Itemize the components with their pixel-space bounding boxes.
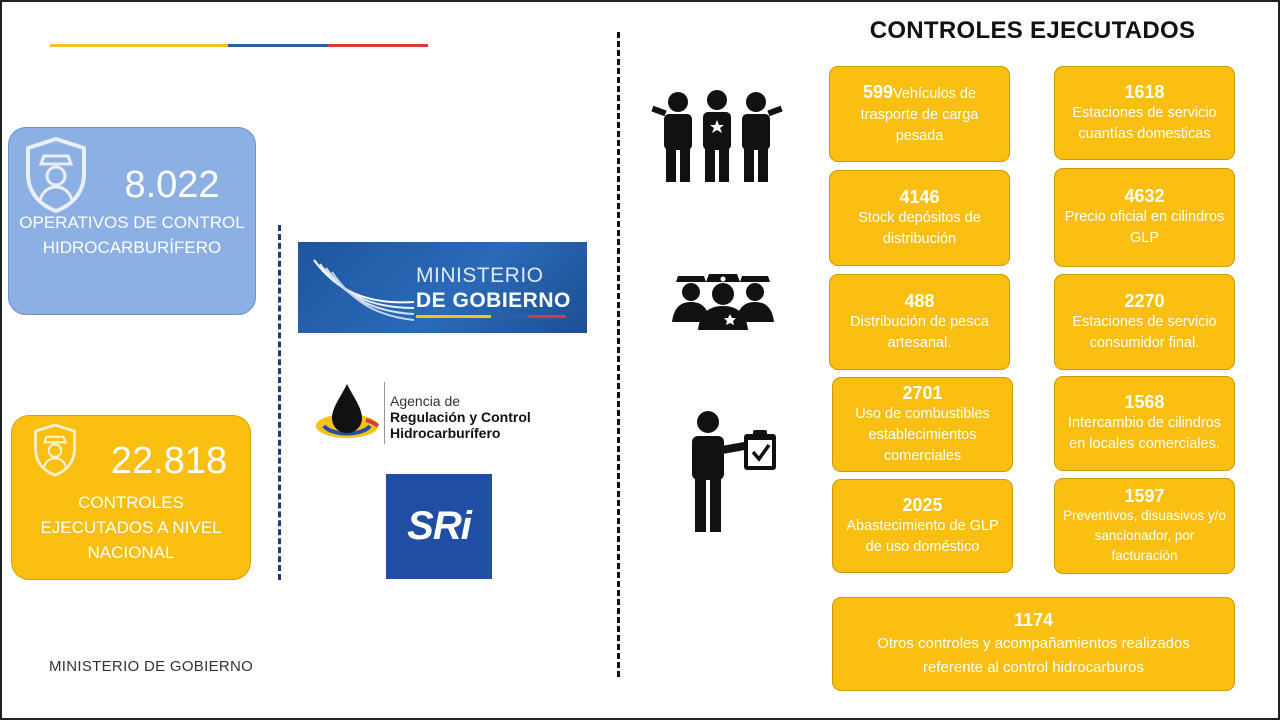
arc-logo-line2: Regulación y Control	[390, 409, 531, 425]
card-text: Preventivos, disuasivos y/o sancionador,…	[1063, 508, 1226, 563]
ministerio-swoosh-icon	[313, 259, 415, 321]
arc-logo-line1: Agencia de	[390, 393, 461, 409]
card-text: Precio oficial en cilindros GLP	[1064, 209, 1225, 246]
operativos-number: 8.022	[124, 164, 220, 206]
card-number: 1597	[1124, 486, 1165, 506]
police-shield-icon	[26, 136, 86, 214]
section-title: CONTROLES EJECUTADOS	[869, 17, 1196, 44]
card-text: Stock depósitos de distribución	[858, 209, 981, 247]
flag-stripe-yellow	[50, 44, 228, 47]
controles-box: 22.818 CONTROLES EJECUTADOS A NIVEL NACI…	[11, 415, 251, 580]
card-number: 488	[904, 290, 935, 311]
card-number: 1174	[1013, 610, 1054, 630]
flag-stripe-blue	[228, 44, 328, 47]
card-number: 4632	[1124, 186, 1165, 206]
operativos-box: 8.022 OPERATIVOS DE CONTROL HIDROCARBURÍ…	[8, 127, 256, 315]
arc-logo-divider	[384, 382, 385, 444]
card-text: Distribución de pesca artesanal.	[850, 313, 989, 351]
operativos-label: OPERATIVOS DE CONTROL HIDROCARBURÍFERO	[19, 213, 245, 257]
arc-logo: Agencia de Regulación y Control Hidrocar…	[314, 378, 544, 448]
card-number: 1568	[1124, 392, 1165, 412]
card-text: Uso de combustibles establecimientos com…	[855, 405, 990, 464]
police-group-icon	[651, 90, 783, 182]
controles-number: 22.818	[110, 440, 228, 482]
flag-stripe-red	[328, 44, 428, 47]
card-text: Vehículos de trasporte de carga pesada	[860, 85, 979, 144]
police-shield-icon	[34, 423, 76, 477]
card-text: Intercambio de cilindros en locales come…	[1067, 415, 1222, 452]
card-number: 4146	[899, 186, 940, 207]
divider-left	[278, 225, 281, 580]
card-number: 599	[862, 81, 893, 102]
card-text: Abastecimiento de GLP de uso doméstico	[846, 517, 999, 555]
ministerio-logo-line2: DE GOBIERNO	[416, 289, 571, 312]
card-number: 2270	[1124, 290, 1165, 311]
card-text: Estaciones de servicio consumidor final.	[1072, 313, 1217, 351]
divider-center	[617, 32, 620, 677]
oil-drop-icon	[316, 384, 380, 438]
arc-logo-line3: Hidrocarburífero	[390, 425, 501, 441]
card-number: 2025	[902, 494, 943, 515]
card-text: Otros controles y acompañamientos realiz…	[877, 635, 1190, 676]
card-text: Estaciones de servicio cuantías domestic…	[1072, 104, 1217, 142]
ministerio-logo-stripe	[416, 315, 566, 318]
police-officers-icon	[672, 274, 774, 330]
sri-logo: SRi	[386, 474, 492, 579]
ministerio-gobierno-logo: MINISTERIO DE GOBIERNO	[298, 242, 587, 333]
inspector-clipboard-icon	[692, 411, 776, 532]
card-number: 2701	[902, 382, 943, 403]
card-number: 1618	[1124, 81, 1165, 102]
footer-ministerio: MINISTERIO DE GOBIERNO	[49, 658, 254, 675]
ministerio-logo-line1: MINISTERIO	[416, 264, 544, 287]
card-599: 599Vehículos de trasporte de carga pesad…	[829, 66, 1010, 162]
controles-label: CONTROLES EJECUTADOS A NIVEL NACIONAL	[40, 493, 222, 562]
